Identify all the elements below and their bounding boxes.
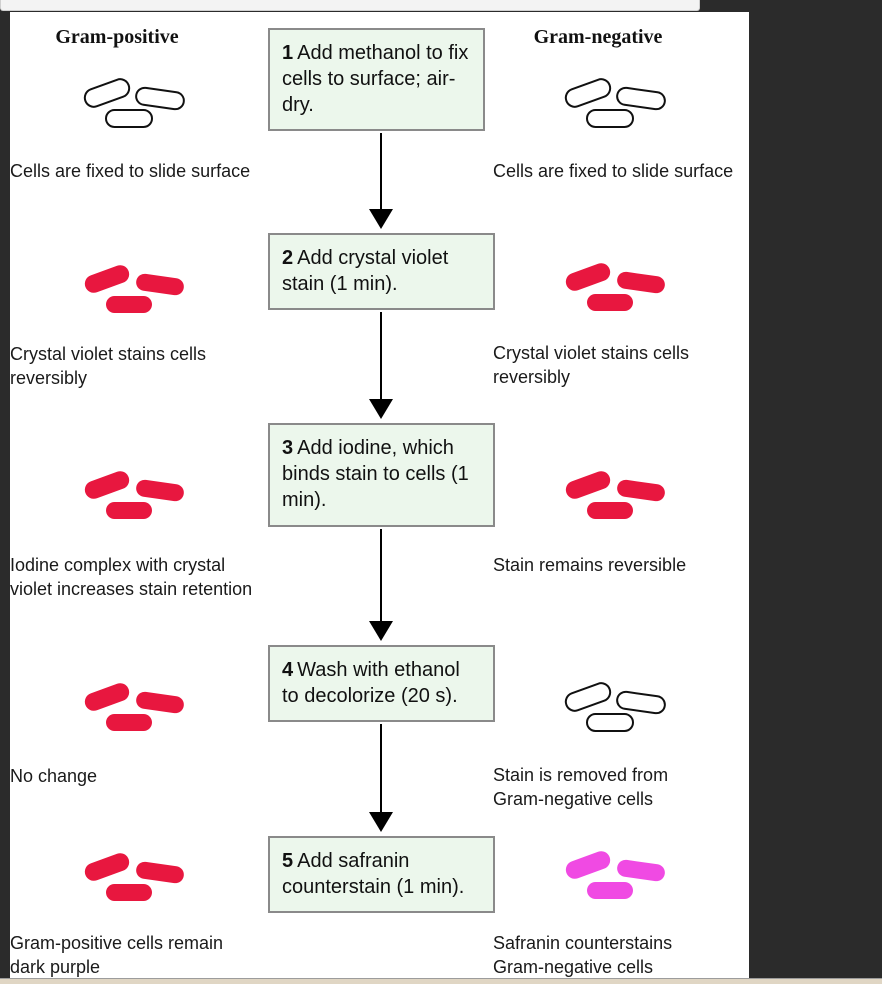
bacterium-rod: [84, 683, 130, 711]
right-window-background: [749, 0, 882, 983]
negative-caption-1-line-1: Cells are fixed to slide surface: [493, 161, 734, 181]
gram-positive-header: Gram-positive: [55, 26, 179, 48]
bacterium-rod: [616, 86, 666, 111]
negative-cells-1: [561, 72, 671, 132]
bacterium-rod: [136, 273, 184, 296]
bacterium-rod: [84, 471, 130, 499]
negative-caption-2-line-1: Crystal violet stains cells: [493, 343, 690, 363]
negative-caption-5: Safranin counterstains Gram-negative cel…: [493, 931, 672, 979]
step-2-number: 2: [282, 247, 294, 269]
bacterium-rod: [83, 78, 131, 108]
step-3-text: Add iodine, which binds stain to cells (…: [282, 437, 469, 511]
positive-caption-1: Cells are fixed to slide surface: [10, 159, 250, 183]
step-4-text: Wash with ethanol to decolorize (20 s).: [282, 659, 460, 707]
bacterium-rod: [136, 861, 184, 884]
positive-caption-5-line-2: dark purple: [10, 957, 101, 977]
bottom-taskbar: [0, 978, 882, 984]
bacterium-rod: [587, 502, 633, 519]
positive-cells-3: [80, 464, 190, 524]
negative-caption-5-line-2: Gram-negative cells: [493, 957, 654, 977]
negative-caption-4-line-1: Stain is removed from: [493, 765, 669, 785]
bacterium-rod: [616, 690, 666, 715]
gram-negative-header: Gram-negative: [533, 26, 663, 48]
bacterium-rod: [617, 859, 665, 882]
bacterium-rod: [587, 294, 633, 311]
negative-caption-2: Crystal violet stains cells reversibly: [493, 341, 689, 389]
step-4-number: 4: [282, 659, 294, 681]
positive-caption-4: No change: [10, 764, 97, 788]
positive-cells-2: [80, 258, 190, 318]
positive-cells-4: [80, 676, 190, 736]
bacterium-rod: [586, 109, 634, 128]
bacterium-rod: [617, 271, 665, 294]
bacterium-rod: [84, 265, 130, 293]
negative-cells-4: [561, 676, 671, 736]
negative-caption-2-line-2: reversibly: [493, 367, 571, 387]
positive-caption-5: Gram-positive cells remain dark purple: [10, 931, 223, 979]
negative-cells-5: [561, 844, 671, 904]
positive-caption-4-line-1: No change: [10, 766, 98, 786]
bacterium-rod: [617, 479, 665, 502]
positive-caption-3: Iodine complex with crystal violet incre…: [10, 553, 252, 601]
bacterium-rod: [586, 713, 634, 732]
bacterium-rod: [564, 78, 612, 108]
bacterium-rod: [136, 479, 184, 502]
bacterium-rod: [136, 691, 184, 714]
negative-caption-5-line-1: Safranin counterstains: [493, 933, 673, 953]
negative-caption-3-line-1: Stain remains reversible: [493, 555, 687, 575]
bacterium-rod: [106, 502, 152, 519]
flow-arrows: [369, 133, 393, 832]
step-5-number: 5: [282, 850, 294, 872]
bacterium-rod: [106, 884, 152, 901]
positive-caption-3-line-2: violet increases stain retention: [10, 579, 253, 599]
negative-caption-1: Cells are fixed to slide surface: [493, 159, 733, 183]
bacterium-rod: [565, 851, 611, 879]
step-5-text: Add safranin counterstain (1 min).: [282, 850, 465, 898]
bacterium-rod: [106, 296, 152, 313]
step-1-number: 1: [282, 42, 294, 64]
positive-caption-1-line-1: Cells are fixed to slide surface: [10, 161, 251, 181]
positive-caption-2: Crystal violet stains cells reversibly: [10, 342, 206, 390]
positive-caption-2-line-1: Crystal violet stains cells: [10, 344, 207, 364]
negative-cells-2: [561, 256, 671, 316]
bacterium-rod: [84, 853, 130, 881]
negative-cells-3: [561, 464, 671, 524]
step-3-number: 3: [282, 437, 294, 459]
positive-caption-3-line-1: Iodine complex with crystal: [10, 555, 226, 575]
step-2-text: Add crystal violet stain (1 min).: [282, 247, 449, 295]
step-1-text: Add methanol to fix cells to surface; ai…: [282, 42, 469, 116]
bacterium-rod: [587, 882, 633, 899]
positive-caption-5-line-1: Gram-positive cells remain: [10, 933, 224, 953]
positive-cells-5: [80, 846, 190, 906]
bacterium-rod: [135, 86, 185, 111]
bacterium-rod: [565, 471, 611, 499]
bacterium-rod: [105, 109, 153, 128]
bacterium-rod: [106, 714, 152, 731]
negative-caption-3: Stain remains reversible: [493, 553, 686, 577]
negative-caption-4: Stain is removed from Gram-negative cell…: [493, 763, 668, 811]
positive-cells-1: [80, 72, 190, 132]
positive-caption-2-line-2: reversibly: [10, 368, 88, 388]
window-top-tab: [0, 0, 700, 11]
left-window-border: [0, 0, 10, 983]
negative-caption-4-line-2: Gram-negative cells: [493, 789, 654, 809]
bacterium-rod: [565, 263, 611, 291]
bacterium-rod: [564, 682, 612, 712]
